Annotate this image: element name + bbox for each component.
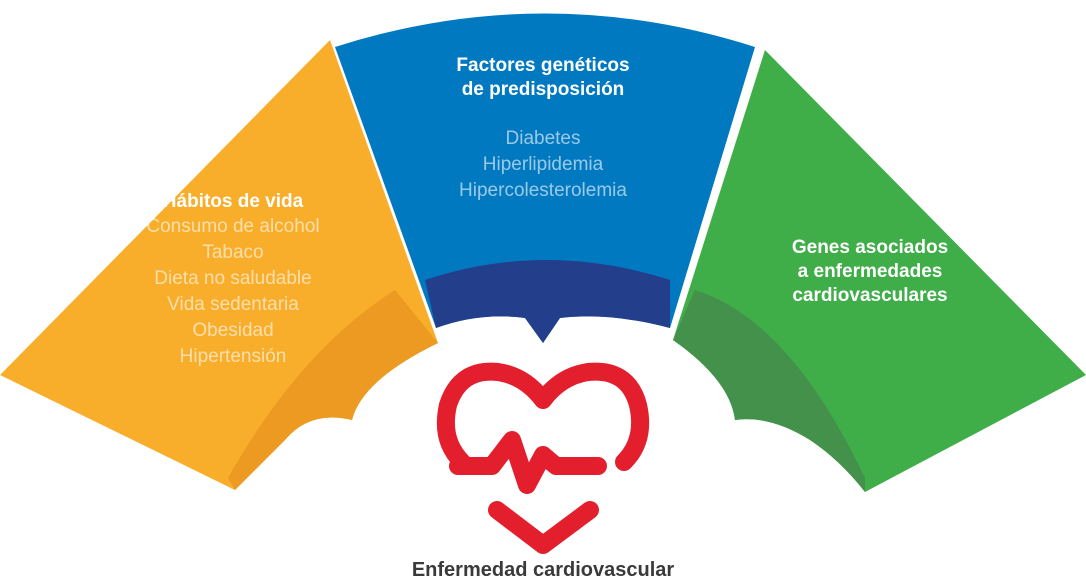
right-segment-text: Genes asociados a enfermedades cardiovas… (755, 236, 985, 308)
center-item: Diabetes (505, 128, 581, 149)
heart-bottom (488, 501, 599, 554)
center-segment-inner (425, 260, 670, 343)
left-item: Dieta no saludable (154, 268, 312, 289)
left-segment-title: Hábitos de vida (162, 191, 304, 212)
center-item: Hipercolesterolemia (459, 180, 627, 201)
left-item: Consumo de alcohol (146, 216, 320, 237)
right-segment-title-line1: Genes asociados (791, 237, 949, 258)
center-segment-title-line2: de predisposición (461, 79, 625, 100)
diagram-caption: Enfermedad cardiovascular (411, 559, 675, 581)
right-segment-title-line2: a enfermedades (797, 261, 943, 282)
heart-outline (436, 362, 650, 471)
left-segment-inner (228, 290, 438, 490)
right-segment-inner (673, 290, 865, 492)
pulse-line (449, 431, 607, 494)
left-item: Obesidad (192, 320, 274, 341)
center-segment-text: Factores genéticos de predisposición Dia… (420, 54, 666, 204)
right-segment-title-line3: cardiovasculares (792, 285, 948, 306)
left-segment-text: Hábitos de vida Consumo de alcohol Tabac… (118, 190, 348, 370)
center-item: Hiperlipidemia (482, 154, 604, 175)
center-segment (335, 13, 755, 343)
left-item: Hipertensión (179, 346, 287, 367)
heart-pulse-icon (436, 362, 650, 554)
left-item: Tabaco (202, 242, 264, 263)
left-item: Vida sedentaria (167, 294, 299, 315)
center-segment-title-line1: Factores genéticos (456, 55, 630, 76)
